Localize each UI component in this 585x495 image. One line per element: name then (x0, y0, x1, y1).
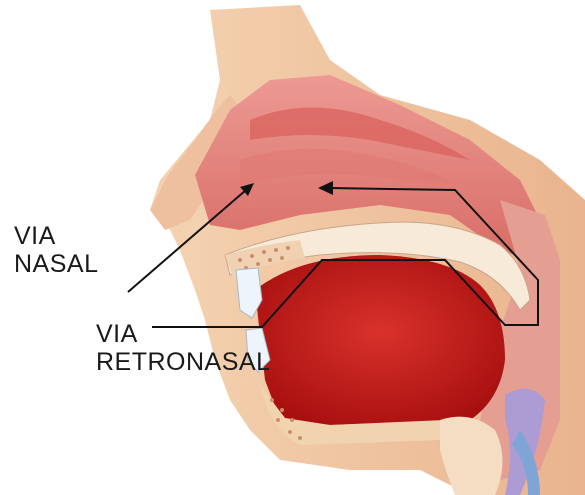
via-nasal-label: VIA NASAL (14, 222, 98, 278)
via-nasal-line2: NASAL (14, 250, 98, 278)
tongue (255, 255, 505, 425)
via-retronasal-line2: RETRONASAL (96, 348, 270, 376)
via-retronasal-line1: VIA (96, 320, 270, 348)
via-retronasal-label: VIA RETRONASAL (96, 320, 270, 376)
via-nasal-line1: VIA (14, 222, 98, 250)
